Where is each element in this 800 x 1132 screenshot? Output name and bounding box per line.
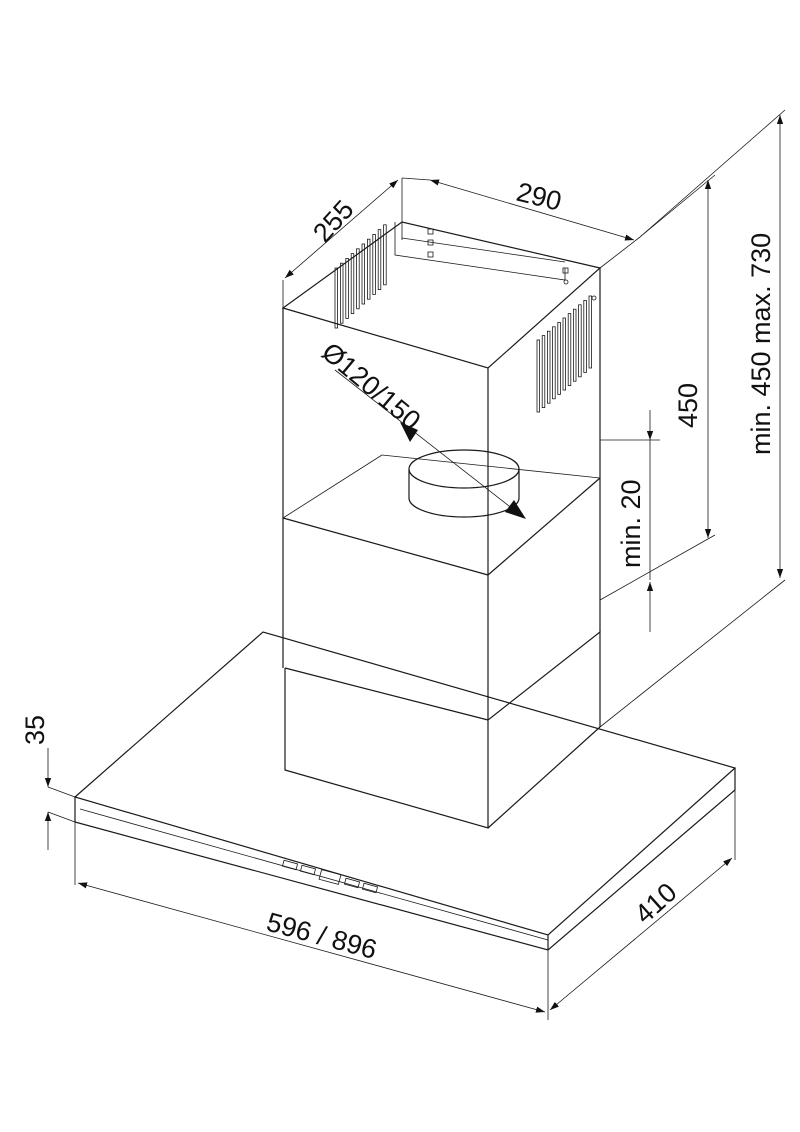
control-button: [299, 864, 317, 876]
label-min-overlap: min. 20: [616, 479, 646, 568]
dim-hood-depth: 410: [549, 790, 736, 1011]
vent-slot: [567, 313, 572, 387]
mounting-bracket: [394, 222, 597, 301]
dim-min-overlap: min. 20: [600, 410, 660, 632]
vent-slots-right: [536, 295, 592, 413]
dim-duct-diameter: Ø120/150: [316, 337, 526, 519]
vent-slot: [345, 257, 349, 319]
vent-slot: [334, 267, 338, 329]
label-duct-diameter: Ø120/150: [316, 337, 426, 436]
bracket-hole: [427, 251, 434, 258]
vent-slot: [557, 321, 561, 395]
duct-collar: [408, 449, 520, 518]
vent-slot: [562, 317, 566, 391]
vent-slot: [356, 248, 360, 310]
vent-slot: [536, 339, 540, 413]
vent-slot: [366, 238, 371, 300]
dim-hood-width: 596 / 896: [74, 822, 549, 1020]
vent-slot: [583, 299, 587, 373]
chimney-lower: [284, 630, 601, 829]
vent-slot: [578, 304, 582, 378]
chimney-upper: [281, 221, 602, 720]
bracket-hole: [562, 267, 569, 274]
bracket-hole: [427, 228, 434, 235]
vent-slot: [541, 335, 546, 409]
label-hood-width: 596 / 896: [263, 907, 380, 965]
vent-slot: [361, 243, 365, 305]
bracket-hole: [563, 279, 569, 285]
vent-slot: [339, 262, 344, 324]
vent-slot: [350, 253, 355, 315]
label-depth-top: 255: [307, 194, 359, 248]
vent-slots-left: [334, 224, 387, 329]
control-panel: [281, 859, 379, 894]
dim-width-top: 290: [401, 177, 641, 269]
label-hood-depth: 410: [629, 877, 683, 929]
vent-slot: [573, 308, 577, 382]
label-hood-thickness: 35: [20, 715, 50, 745]
dim-chimney-upper-height: 450: [599, 174, 716, 601]
control-button: [281, 859, 299, 871]
label-chimney-upper-height: 450: [673, 383, 703, 428]
bracket-hole: [591, 295, 597, 301]
vent-slot: [588, 295, 592, 369]
dim-hood-thickness: 35: [20, 715, 76, 850]
dim-depth-top: 255: [282, 178, 403, 308]
label-width-top: 290: [514, 177, 565, 217]
vent-slot: [547, 330, 551, 404]
display-window: [318, 869, 342, 885]
vent-slot: [552, 326, 556, 400]
label-total-height: min. 450 max. 730: [746, 233, 776, 455]
vent-slot: [372, 233, 376, 295]
dim-total-height: min. 450 max. 730: [599, 109, 786, 728]
